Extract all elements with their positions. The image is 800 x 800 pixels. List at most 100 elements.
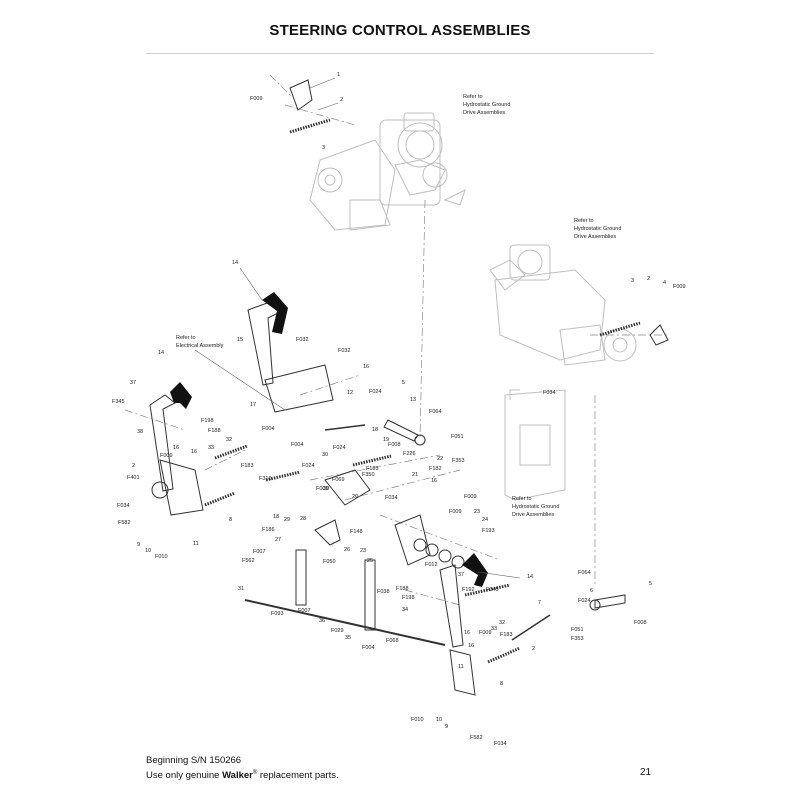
callout-21: 21 <box>412 472 418 478</box>
callout-38: 38 <box>137 429 143 435</box>
callout-f068: F068 <box>386 638 399 644</box>
callout-3: 3 <box>322 145 325 151</box>
callout-16: 16 <box>464 630 470 636</box>
callout-f198: F198 <box>402 595 415 601</box>
callout-f069: F069 <box>332 477 345 483</box>
callout-29: 29 <box>284 517 290 523</box>
footer-brand: Walker <box>222 770 253 782</box>
callout-7: 7 <box>538 600 541 606</box>
callout-f192: F192 <box>462 587 475 593</box>
callout-11: 11 <box>458 664 464 670</box>
callout-f024: F024 <box>578 598 591 604</box>
note-hydro-bottom: Refer to Hydrostatic Ground Drive Assemb… <box>512 496 559 518</box>
note-hydro-bottom-line-1: Refer to <box>512 496 532 502</box>
callout-16: 16 <box>173 445 179 451</box>
callout-19: 19 <box>383 437 389 443</box>
callout-28: 28 <box>300 516 306 522</box>
callout-22: 22 <box>437 456 443 462</box>
callout-f401: F401 <box>127 475 140 481</box>
note-hydro-right-line-3: Drive Assemblies <box>574 234 616 240</box>
callout-23: 23 <box>474 509 480 515</box>
callout-f034: F034 <box>543 390 556 396</box>
callout-f009: F009 <box>673 284 686 290</box>
callout-f316: F316 <box>259 476 272 482</box>
callout-16: 16 <box>363 364 369 370</box>
callout-26: 26 <box>344 547 350 553</box>
callout-f009: F009 <box>464 494 477 500</box>
note-hydro-top-line-2: Hydrostatic Ground <box>463 102 510 108</box>
callout-12: 12 <box>347 390 353 396</box>
callout-13: 13 <box>410 397 416 403</box>
top-hydro-drive-illustration <box>309 112 466 231</box>
callout-f183: F183 <box>241 463 254 469</box>
callout-f010: F010 <box>411 717 424 723</box>
footer-registered-mark: ® <box>252 770 258 776</box>
page-title: STEERING CONTROL ASSEMBLIES <box>269 22 531 39</box>
callout-35: 35 <box>345 635 351 641</box>
callout-f186: F186 <box>262 527 275 533</box>
footer-parts-note: Use only genuine Walker® replacement par… <box>146 767 339 782</box>
callout-f009: F009 <box>160 453 173 459</box>
callout-30: 30 <box>322 452 328 458</box>
note-hydro-right-line-1: Refer to <box>574 218 594 224</box>
footer-post: replacement parts. <box>257 770 339 782</box>
callout-36: 36 <box>319 618 325 624</box>
callout-f148: F148 <box>350 529 363 535</box>
callout-27: 27 <box>275 537 281 543</box>
callout-f034: F034 <box>494 741 507 747</box>
callout-14: 14 <box>527 574 533 580</box>
callout-f182: F182 <box>429 466 442 472</box>
callout-f345: F345 <box>112 399 125 405</box>
callout-f038: F038 <box>377 589 390 595</box>
callout-f582: F582 <box>470 735 483 741</box>
callout-15: 15 <box>237 337 243 343</box>
callout-f009: F009 <box>316 486 329 492</box>
callout-2: 2 <box>132 463 135 469</box>
page-number: 21 <box>640 767 652 778</box>
callout-33: 33 <box>491 626 497 632</box>
callout-25: 25 <box>367 558 373 564</box>
callout-f051: F051 <box>571 627 584 633</box>
note-electrical: Refer to Electrical Assembly <box>176 335 224 349</box>
callout-f064: F064 <box>578 570 591 576</box>
callout-9: 9 <box>137 542 140 548</box>
callout-f007: F007 <box>253 549 266 555</box>
callout-f188: F188 <box>396 586 409 592</box>
note-hydro-bottom-line-2: Hydrostatic Ground <box>512 504 559 510</box>
note-hydro-top: Refer to Hydrostatic Ground Drive Assemb… <box>463 94 510 116</box>
callout-6: 6 <box>590 588 593 594</box>
footer-serial: Beginning S/N 150266 <box>146 755 242 766</box>
callout-8: 8 <box>229 517 232 523</box>
callout-f193: F193 <box>482 528 495 534</box>
note-hydro-top-line-1: Refer to <box>463 94 483 100</box>
callout-31: 31 <box>238 586 244 592</box>
callout-f198: F198 <box>201 418 214 424</box>
callout-f345: F345 <box>486 587 499 593</box>
callout-1: 1 <box>337 72 340 78</box>
callout-17: 17 <box>250 402 256 408</box>
leader-lines <box>194 77 521 579</box>
callout-f024: F024 <box>302 463 315 469</box>
callout-2: 2 <box>340 97 343 103</box>
callout-f188: F188 <box>208 428 221 434</box>
assembly-centerlines <box>124 74 670 606</box>
callout-f032: F032 <box>296 337 309 343</box>
callout-f226: F226 <box>403 451 416 457</box>
hand-grips <box>170 292 488 587</box>
callout-f183: F183 <box>500 632 513 638</box>
callout-5: 5 <box>649 581 652 587</box>
callout-f012: F012 <box>425 562 438 568</box>
mount-bracket-illustration <box>504 389 566 501</box>
callout-10: 10 <box>436 717 442 723</box>
callout-2: 2 <box>647 276 650 282</box>
callout-16: 16 <box>431 478 437 484</box>
callout-f008: F008 <box>634 620 647 626</box>
callout-f064: F064 <box>429 409 442 415</box>
callout-10: 10 <box>145 548 151 554</box>
title-divider <box>146 53 654 54</box>
callout-f353: F353 <box>571 636 584 642</box>
callout-f350: F350 <box>362 472 375 478</box>
callout-34: 34 <box>402 607 408 613</box>
note-hydro-top-line-3: Drive Assemblies <box>463 110 505 116</box>
